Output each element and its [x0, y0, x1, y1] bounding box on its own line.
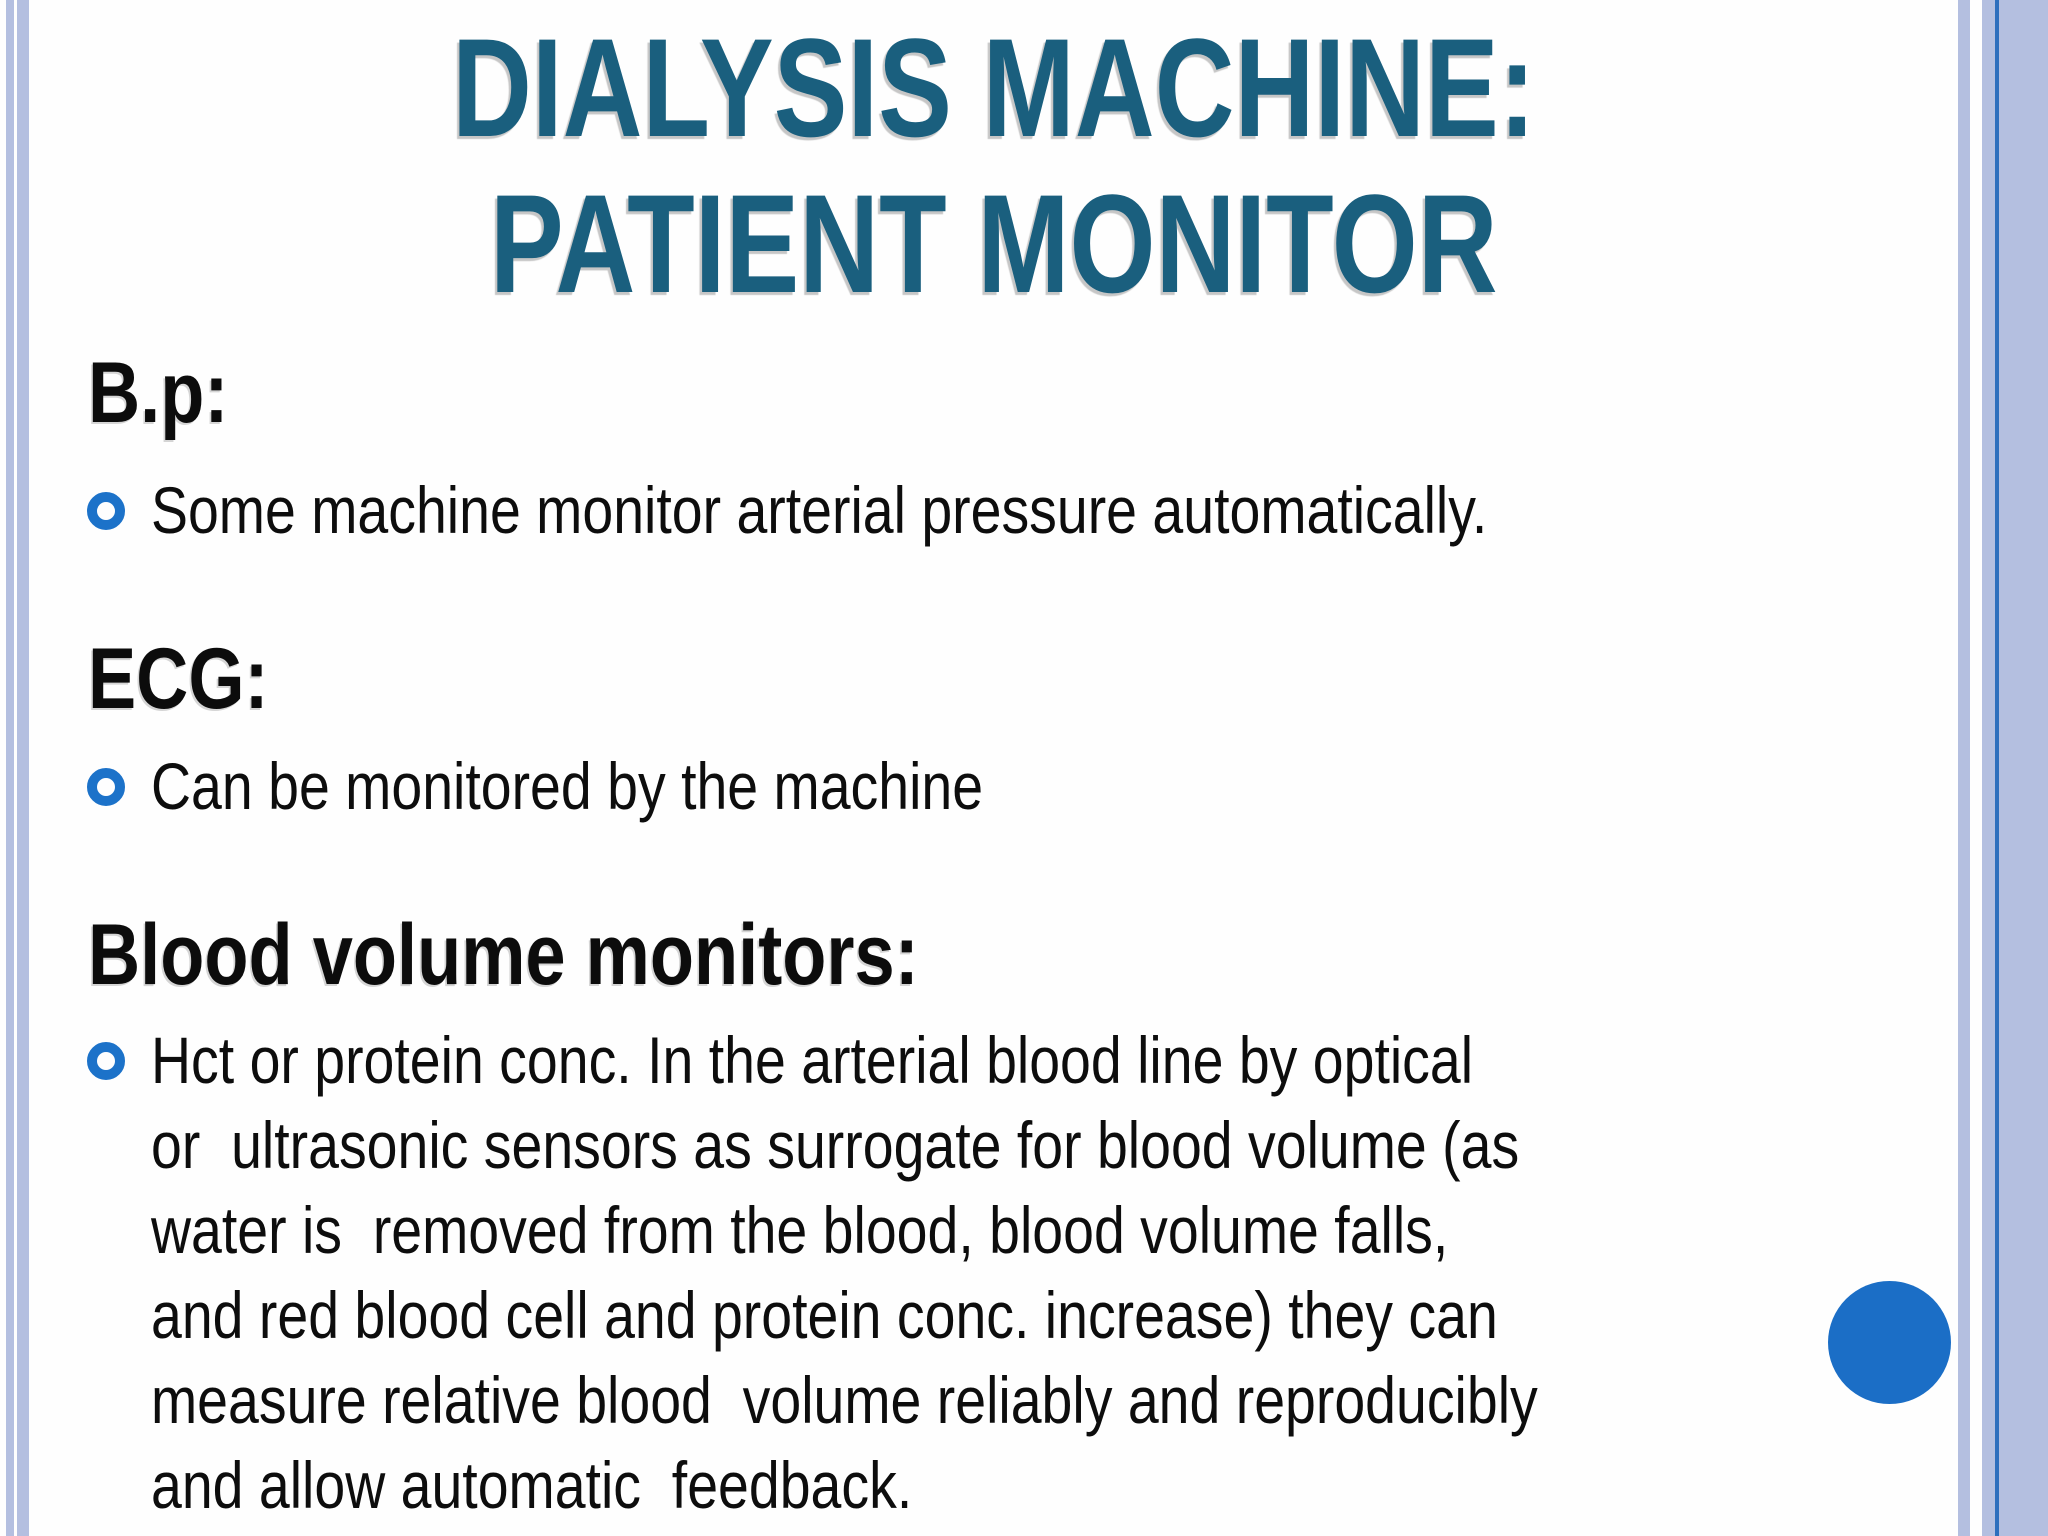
- right-border-band: [1982, 0, 2048, 1536]
- bullet-blood-volume-text: Hct or protein conc. In the arterial blo…: [151, 1018, 1802, 1528]
- paragraph-line: and allow automatic feedback.: [151, 1448, 913, 1522]
- bullet-ecg-line: Can be monitored by the machine: [151, 749, 984, 823]
- paragraph-line: or ultrasonic sensors as surrogate for b…: [151, 1108, 1520, 1182]
- bullet-ecg: Can be monitored by the machine: [87, 744, 1142, 829]
- paragraph-line: and red blood cell and protein conc. inc…: [151, 1278, 1498, 1352]
- bullet-blood-volume: Hct or protein conc. In the arterial blo…: [87, 1018, 1802, 1528]
- paragraph-line: Hct or protein conc. In the arterial blo…: [151, 1023, 1474, 1097]
- heading-ecg: ECG:: [88, 636, 303, 722]
- heading-blood-volume: Blood volume monitors:: [88, 912, 1077, 998]
- bullet-ring-icon: [87, 768, 125, 806]
- bullet-ecg-text: Can be monitored by the machine: [151, 744, 1142, 829]
- heading-blood-volume-text: Blood volume monitors:: [88, 907, 919, 1003]
- paragraph-line: measure relative blood volume reliably a…: [151, 1363, 1538, 1437]
- slide-title-line2: PATIENT MONITOR: [490, 165, 1498, 322]
- bullet-bp-line: Some machine monitor arterial pressure a…: [151, 473, 1488, 547]
- left-border-outer-stripe: [6, 0, 14, 1536]
- heading-ecg-text: ECG:: [88, 631, 269, 727]
- bullet-ring-icon: [87, 1042, 125, 1080]
- bullet-bp: Some machine monitor arterial pressure a…: [87, 468, 1742, 553]
- paragraph-line: water is removed from the blood, blood v…: [151, 1193, 1449, 1267]
- left-border-inner-stripe: [17, 0, 29, 1536]
- slide-title-line1: DIALYSIS MACHINE:: [452, 9, 1536, 166]
- slide-title: DIALYSIS MACHINE: PATIENT MONITOR: [0, 10, 1988, 322]
- right-border-inner-stripe: [1958, 0, 1970, 1536]
- bullet-bp-text: Some machine monitor arterial pressure a…: [151, 468, 1742, 553]
- right-border-rule: [1995, 0, 1999, 1536]
- heading-bp-text: B.p:: [88, 345, 229, 441]
- blue-circle-decoration: [1828, 1281, 1951, 1404]
- heading-bp: B.p:: [88, 350, 255, 436]
- bullet-ring-icon: [87, 492, 125, 530]
